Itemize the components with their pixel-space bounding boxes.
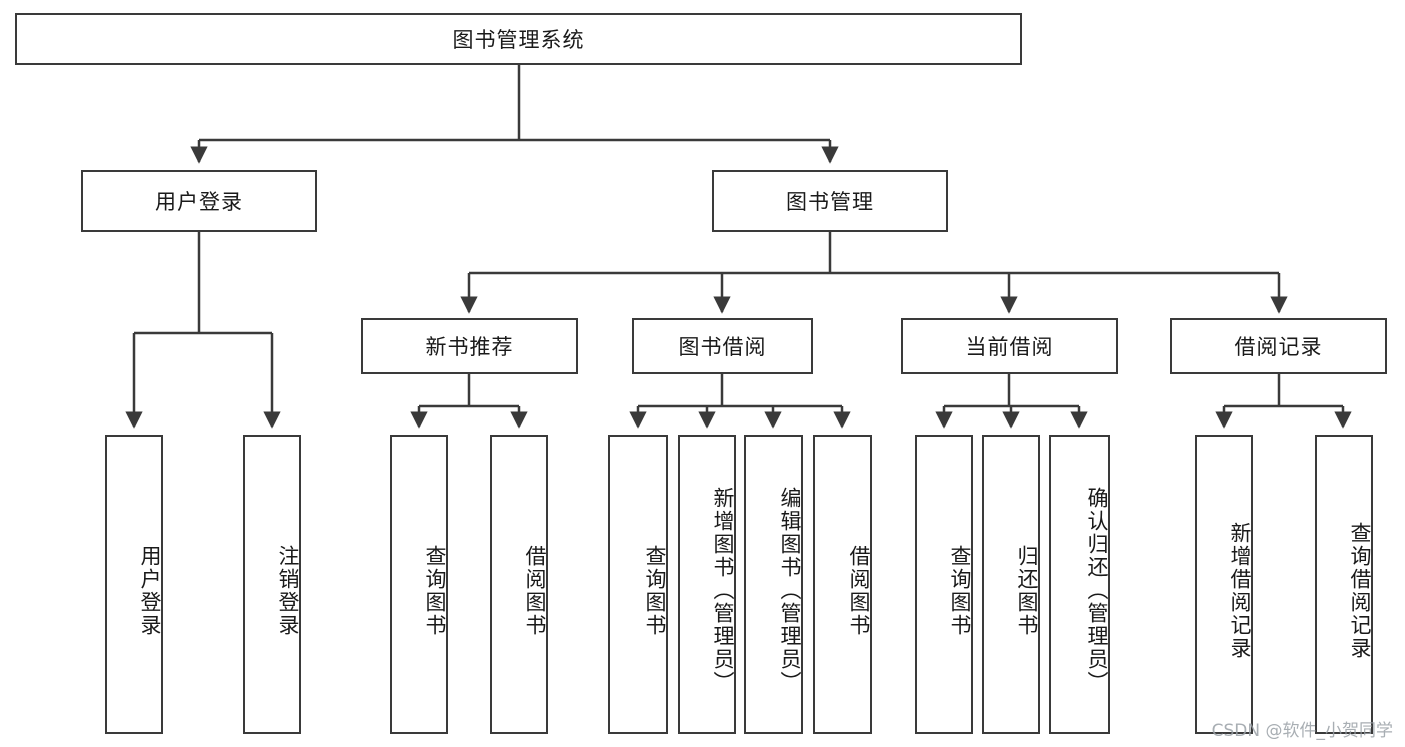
- node-leaf-logout[interactable]: 注销登录: [243, 435, 301, 734]
- node-leaf-query-book-2[interactable]: 查询图书: [608, 435, 668, 734]
- node-borrow-record[interactable]: 借阅记录: [1170, 318, 1387, 374]
- node-book-manage[interactable]: 图书管理: [712, 170, 948, 232]
- node-leaf-edit-book-label: 编辑图书（管理员）: [778, 487, 802, 694]
- node-leaf-add-book[interactable]: 新增图书（管理员）: [678, 435, 736, 734]
- node-leaf-query-book-3[interactable]: 查询图书: [915, 435, 973, 734]
- node-leaf-borrow-book-1-label: 借阅图书: [523, 544, 547, 637]
- node-leaf-add-book-label: 新增图书（管理员）: [711, 487, 735, 694]
- node-book-borrow[interactable]: 图书借阅: [632, 318, 813, 374]
- node-leaf-query-book-1[interactable]: 查询图书: [390, 435, 448, 734]
- node-new-book-rec-label: 新书推荐: [425, 335, 514, 359]
- node-leaf-query-book-1-label: 查询图书: [423, 544, 447, 637]
- node-leaf-edit-book[interactable]: 编辑图书（管理员）: [744, 435, 803, 734]
- node-root[interactable]: 图书管理系统: [15, 13, 1022, 65]
- node-leaf-query-book-3-label: 查询图书: [948, 544, 972, 637]
- node-borrow-record-label: 借阅记录: [1234, 335, 1323, 359]
- node-leaf-borrow-book-2-label: 借阅图书: [847, 544, 871, 637]
- node-leaf-add-record[interactable]: 新增借阅记录: [1195, 435, 1253, 734]
- node-book-borrow-label: 图书借阅: [678, 335, 767, 359]
- node-leaf-confirm-return[interactable]: 确认归还（管理员）: [1049, 435, 1110, 734]
- node-current-borrow[interactable]: 当前借阅: [901, 318, 1118, 374]
- node-leaf-user-login-label: 用户登录: [138, 544, 162, 637]
- node-current-borrow-label: 当前借阅: [965, 335, 1054, 359]
- node-leaf-add-record-label: 新增借阅记录: [1228, 521, 1252, 660]
- node-user-login-label: 用户登录: [155, 190, 243, 214]
- node-leaf-return-book[interactable]: 归还图书: [982, 435, 1040, 734]
- node-leaf-confirm-return-label: 确认归还（管理员）: [1085, 487, 1109, 694]
- node-leaf-borrow-book-1[interactable]: 借阅图书: [490, 435, 548, 734]
- node-leaf-query-record-label: 查询借阅记录: [1348, 521, 1372, 660]
- node-new-book-rec[interactable]: 新书推荐: [361, 318, 578, 374]
- node-leaf-user-login[interactable]: 用户登录: [105, 435, 163, 734]
- node-leaf-query-book-2-label: 查询图书: [643, 544, 667, 637]
- node-leaf-return-book-label: 归还图书: [1015, 544, 1039, 637]
- node-leaf-logout-label: 注销登录: [276, 544, 300, 637]
- node-book-manage-label: 图书管理: [786, 190, 874, 214]
- watermark: CSDN @软件_小贺同学: [1211, 721, 1393, 741]
- node-root-label: 图书管理系统: [452, 28, 585, 52]
- node-leaf-borrow-book-2[interactable]: 借阅图书: [813, 435, 872, 734]
- node-user-login[interactable]: 用户登录: [81, 170, 317, 232]
- node-leaf-query-record[interactable]: 查询借阅记录: [1315, 435, 1373, 734]
